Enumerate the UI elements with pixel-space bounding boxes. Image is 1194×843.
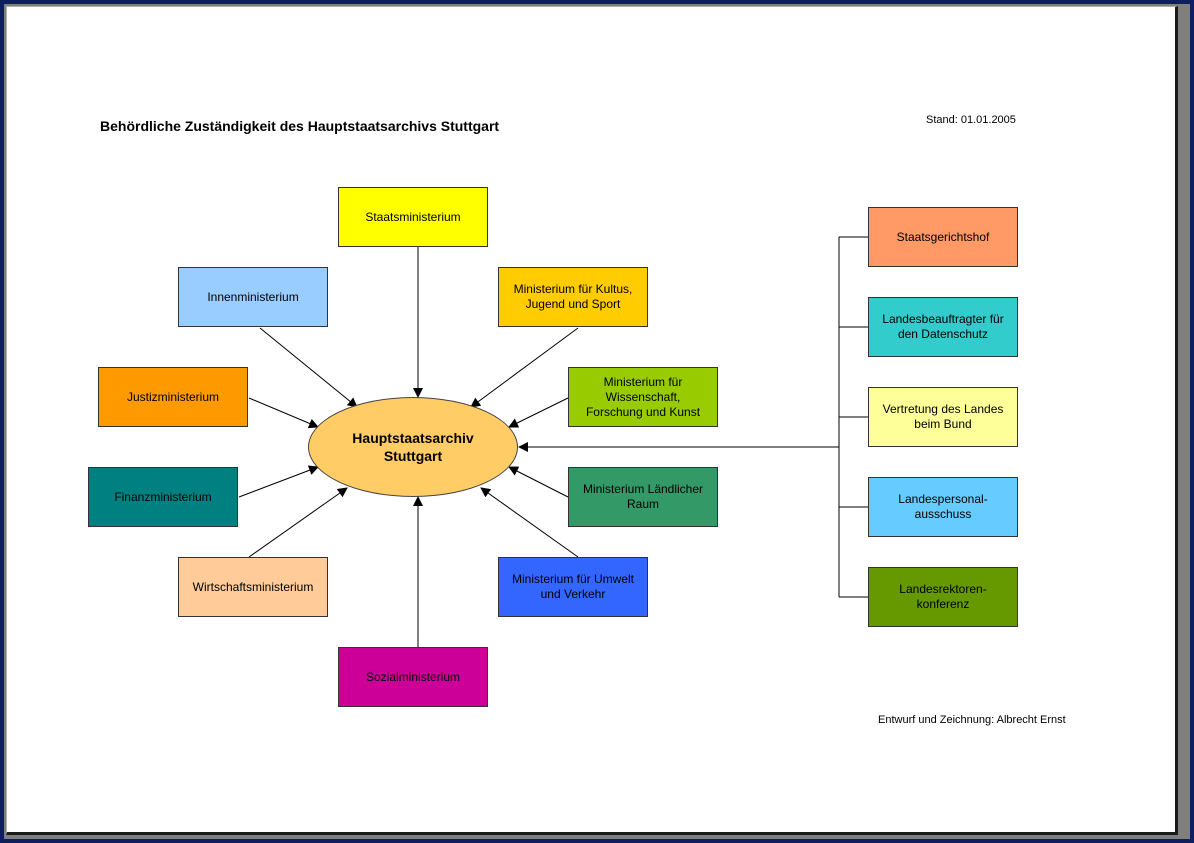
node-umweltministerium: Ministerium für Umwelt und Verkehr xyxy=(498,557,648,617)
arrow-umwelt xyxy=(480,487,579,558)
diagram-title: Behördliche Zuständigkeit des Hauptstaat… xyxy=(100,118,500,134)
node-kultusministerium: Ministerium für Kultus, Jugend und Sport xyxy=(498,267,648,327)
arrow-justiz xyxy=(248,397,319,429)
node-landesrektorenkonferenz: Landesrektoren- konferenz xyxy=(868,567,1018,627)
credit-text: Entwurf und Zeichnung: Albrecht Ernst xyxy=(878,714,1066,726)
node-vertretung-bund: Vertretung des Landes beim Bund xyxy=(868,387,1018,447)
node-wirtschaftsministerium: Wirtschaftsministerium xyxy=(178,557,328,617)
node-staatsgerichtshof: Staatsgerichtshof xyxy=(868,207,1018,267)
arrow-innen xyxy=(259,327,358,408)
arrow-wirtschaft xyxy=(248,487,348,558)
node-datenschutz: Landesbeauftragter für den Datenschutz xyxy=(868,297,1018,357)
date-stand: Stand: 01.01.2005 xyxy=(926,114,1016,126)
node-wissenschaftsministerium: Ministerium für Wissenschaft, Forschung … xyxy=(568,367,718,427)
arrow-kultus xyxy=(470,327,579,408)
center-node: Hauptstaatsarchiv Stuttgart xyxy=(308,397,518,497)
node-landespersonalausschuss: Landespersonal- ausschuss xyxy=(868,477,1018,537)
node-staatsministerium: Staatsministerium xyxy=(338,187,488,247)
arrow-wissenschaft xyxy=(508,397,569,428)
node-sozialministerium: Sozialministerium xyxy=(338,647,488,707)
node-finanzministerium: Finanzministerium xyxy=(88,467,238,527)
arrow-finanz xyxy=(238,465,319,498)
node-justizministerium: Justizministerium xyxy=(98,367,248,427)
arrow-laendlich xyxy=(508,466,569,498)
node-laendlicher-raum: Ministerium Ländlicher Raum xyxy=(568,467,718,527)
node-innenministerium: Innenministerium xyxy=(178,267,328,327)
